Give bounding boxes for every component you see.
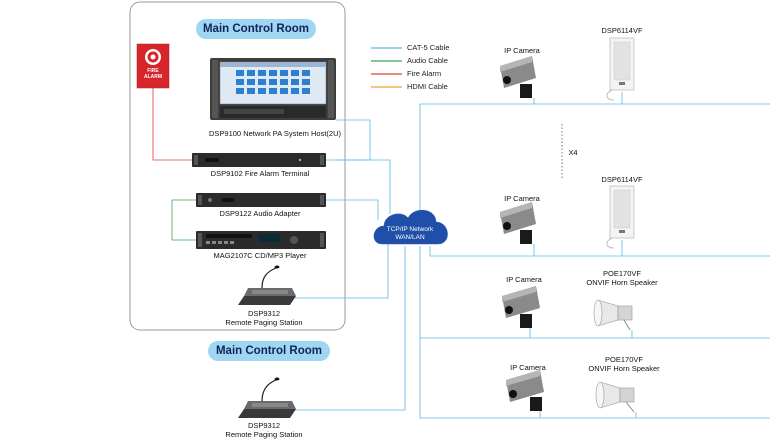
legend (371, 47, 402, 88)
host-rack-icon (210, 58, 336, 120)
main-control-room-header-top: Main Control Room (196, 19, 316, 39)
audio-cable (171, 199, 196, 241)
legend-label-hdmi: HDMI Cable (407, 82, 448, 91)
horn-speaker-1-icon (593, 299, 633, 331)
horn-speaker-1-desc: ONVIF Horn Speaker (586, 278, 658, 287)
column-speaker-1-label: DSP6114VF (601, 26, 643, 35)
cd-player-icon (196, 231, 326, 249)
fire-alarm-cable (152, 88, 192, 161)
ip-camera-1-label: IP Camera (504, 46, 540, 55)
cloud-label-2: WAN/LAN (395, 234, 425, 241)
cd-player-label: MAG2107C CD/MP3 Player (213, 251, 307, 260)
ip-camera-4-icon (506, 370, 544, 411)
column-speaker-2-icon (606, 185, 635, 249)
horn-speaker-2-icon (595, 381, 635, 413)
ip-camera-1-icon (500, 56, 536, 98)
fire-terminal-cat5-cable (326, 159, 391, 214)
horn-speaker-2-model: POE170VF (605, 355, 643, 364)
cables (152, 88, 770, 419)
fire-terminal-icon (192, 153, 326, 167)
fire-alarm-label-2: ALARM (143, 74, 163, 80)
column-speaker-1-icon (606, 37, 635, 101)
branch-2 (429, 246, 770, 257)
cloud-label-1: TCP/IP Network (386, 226, 434, 233)
ip-camera-2-label: IP Camera (504, 194, 540, 203)
paging1-cat5-cable (292, 244, 389, 299)
network-trunk (419, 246, 770, 419)
ip-camera-3-icon (502, 286, 540, 328)
host-label: DSP9100 Network PA System Host(2U) (209, 129, 341, 138)
ip-camera-3-label: IP Camera (506, 275, 542, 284)
adapter-cat5-cable (326, 199, 379, 220)
horn-speaker-1-model: POE170VF (603, 269, 641, 278)
x4-multiplier-label: X4 (568, 148, 578, 157)
audio-adapter-label: DSP9122 Audio Adapter (219, 209, 301, 218)
fire-alarm-label-1: FIRE (147, 68, 159, 74)
ip-camera-2-icon (500, 202, 536, 244)
paging2-cat5-cable (292, 246, 406, 411)
paging-station-2-model: DSP9312 (247, 421, 281, 430)
legend-label-fire: Fire Alarm (407, 69, 442, 78)
audio-adapter-icon (196, 193, 326, 207)
fire-alarm-icon (136, 43, 170, 89)
fire-terminal-label: DSP9102 Fire Alarm Terminal (210, 169, 310, 178)
ip-camera-4-label: IP Camera (510, 363, 546, 372)
paging-station-2-desc: Remote Paging Station (225, 430, 303, 439)
main-control-room-header-bottom: Main Control Room (208, 341, 330, 361)
legend-label-cat5: CAT-5 Cable (407, 43, 450, 52)
column-speaker-2-label: DSP6114VF (601, 175, 643, 184)
paging-station-1-desc: Remote Paging Station (225, 318, 303, 327)
horn-speaker-2-desc: ONVIF Horn Speaker (588, 364, 660, 373)
paging-station-1-model: DSP9312 (247, 309, 281, 318)
legend-label-audio: Audio Cable (407, 56, 448, 65)
paging-station-1-icon (238, 265, 296, 305)
network-cloud-icon (373, 210, 448, 245)
paging-station-2-icon (238, 377, 296, 418)
